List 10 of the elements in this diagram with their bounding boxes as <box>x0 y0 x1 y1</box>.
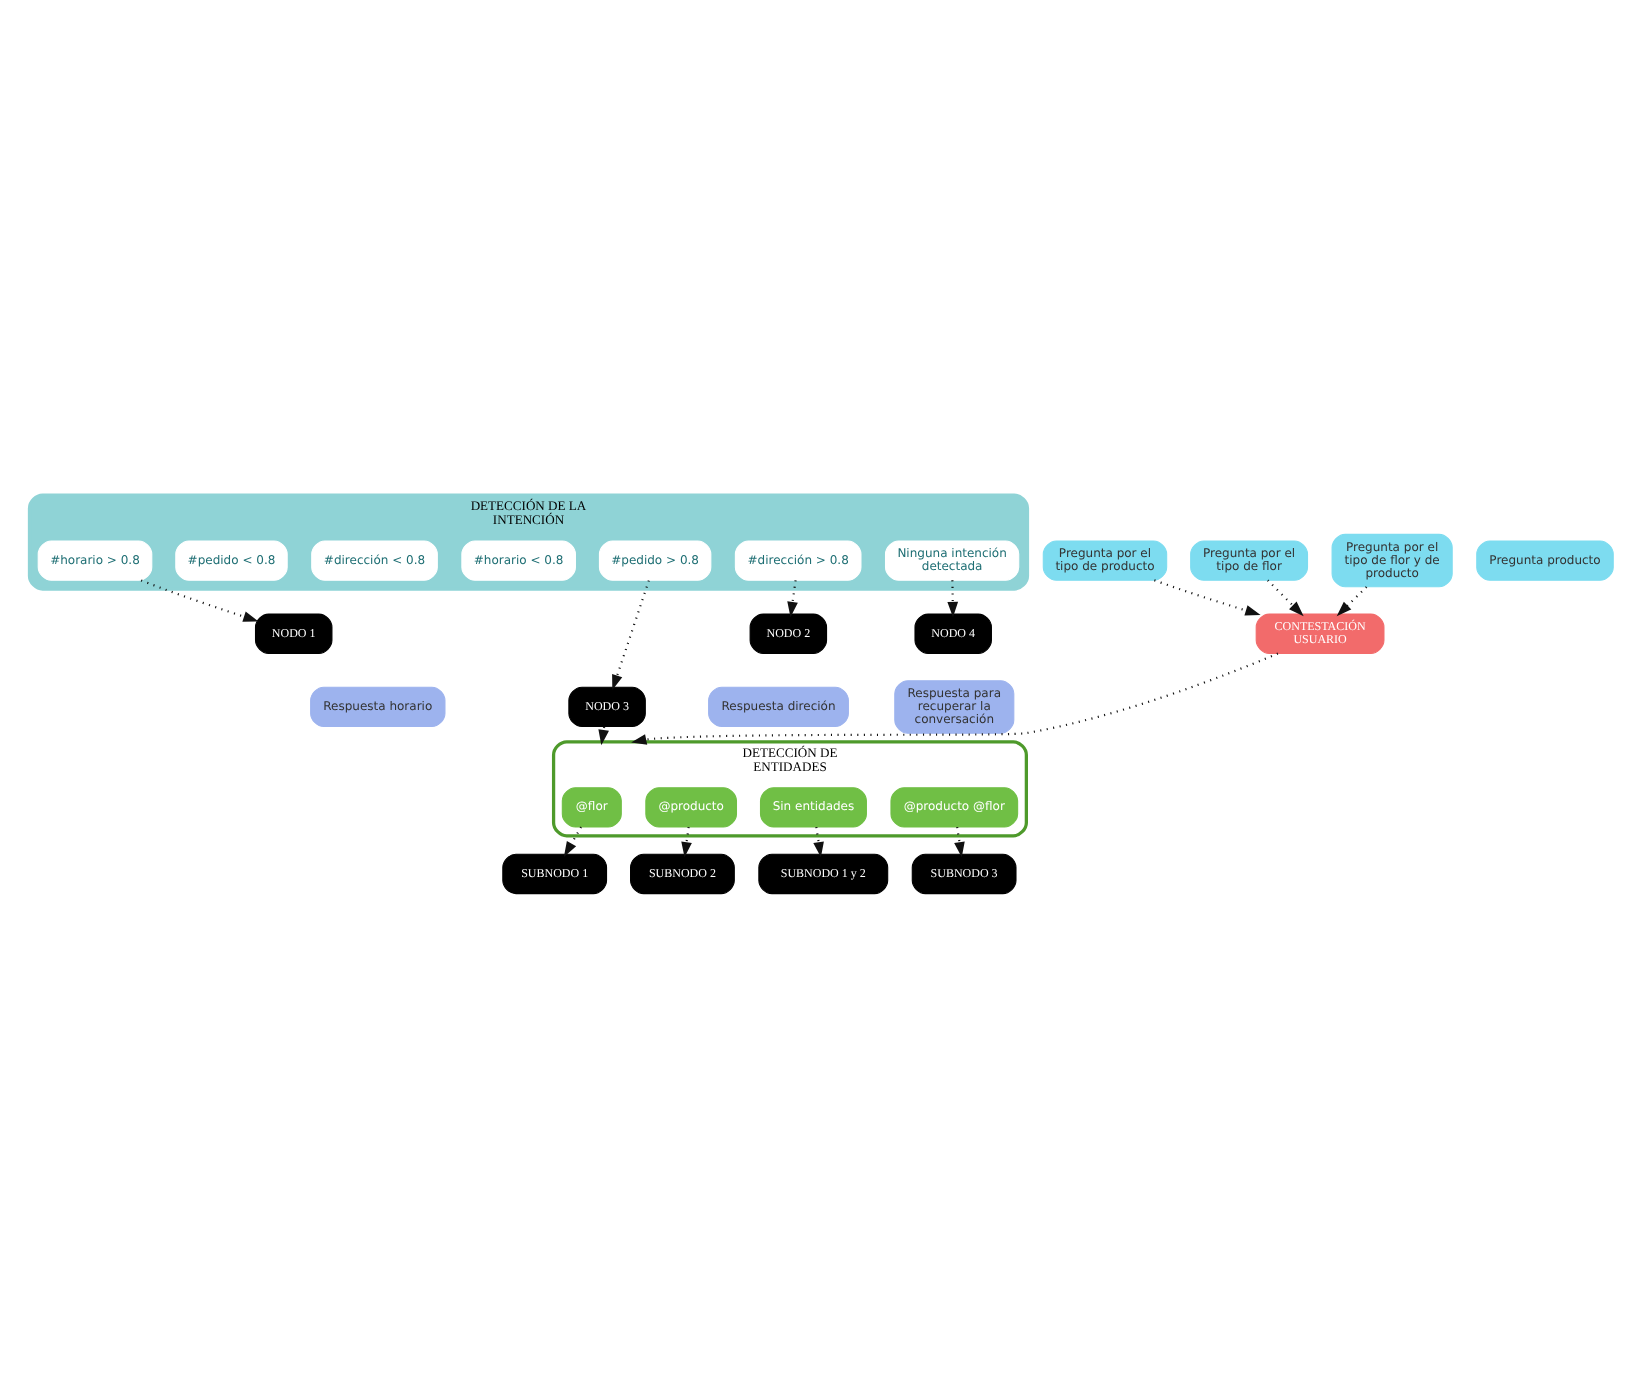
arrow <box>140 578 259 621</box>
arrow <box>612 579 650 690</box>
arrow <box>598 725 609 745</box>
arrow <box>1154 578 1261 615</box>
arrow <box>787 579 798 617</box>
arrow <box>631 651 1279 744</box>
arrow <box>1267 578 1304 616</box>
arrow <box>563 825 582 856</box>
arrow <box>1336 585 1368 616</box>
arrow <box>947 579 959 617</box>
